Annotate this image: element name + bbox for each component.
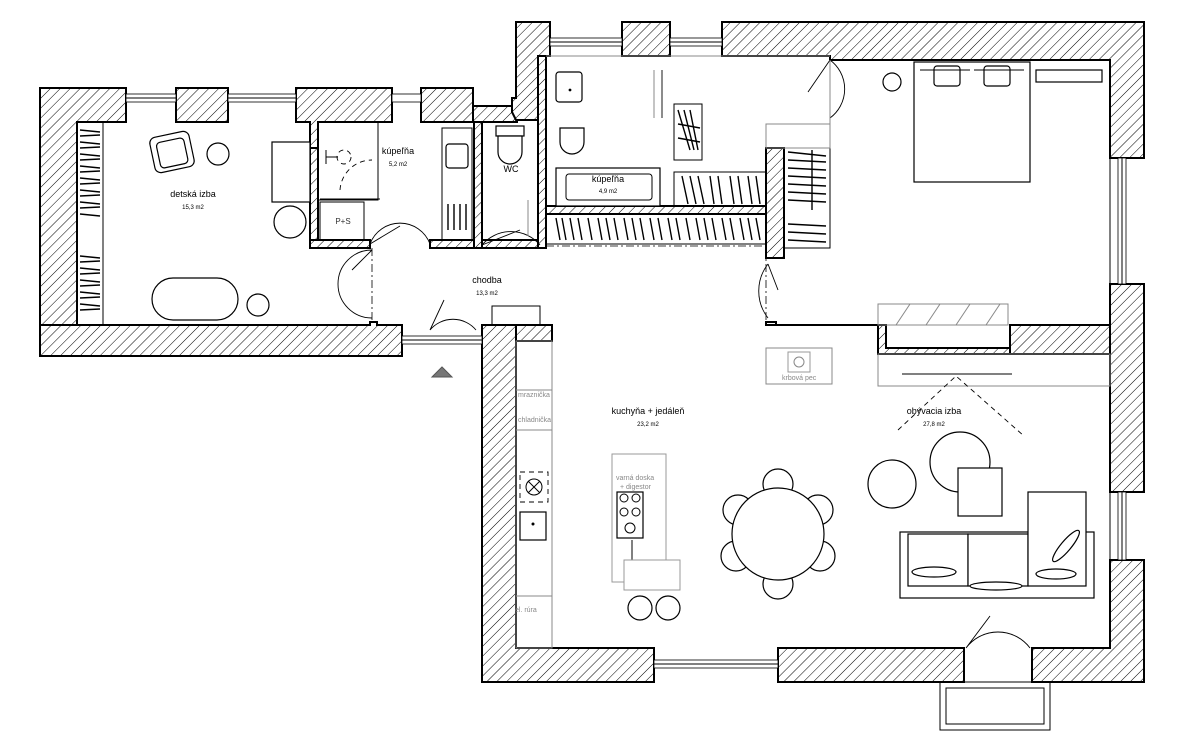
room-bedroom [882, 61, 1103, 183]
dining-set [720, 468, 836, 600]
room-obyvacia: krbová pec obývacia izba 27,8 m2 [765, 303, 1111, 599]
wardrobe-hangers-detska [79, 129, 101, 311]
stool-1 [627, 595, 653, 621]
kitchen-counter [515, 340, 553, 649]
shower [317, 121, 379, 201]
wall-detska-kupelna-partition [309, 147, 319, 249]
stove-platform [765, 347, 833, 385]
bed [913, 61, 1031, 183]
room-kupelna2: kúpeľňa 4,9 m2 [555, 70, 661, 207]
wall-bottom-pier-right [777, 647, 965, 683]
round-table-left [867, 459, 917, 509]
room-kupelna1: P+S kúpeľňa 5,2 m2 [317, 121, 473, 241]
room-area-kupelna1: 5,2 m2 [389, 162, 408, 168]
wall-detska-bottom [39, 321, 403, 357]
pillow-left [933, 65, 961, 87]
room-area-kuchyna: 23,2 m2 [637, 422, 659, 428]
wc-bowl [497, 135, 523, 165]
desk-chair [273, 205, 307, 239]
wall-wc-top [472, 105, 518, 123]
room-name-detska: detská izba [170, 189, 216, 199]
label-el-rura: el. rúra [515, 607, 537, 614]
fireplace-stove [787, 351, 811, 373]
wall-kupelna1-bottom [309, 239, 371, 249]
armchair [149, 130, 195, 174]
bedside-lamp [882, 72, 902, 92]
room-name-kuchyna: kuchyňa + jedáleň [612, 406, 685, 416]
island-extension [623, 559, 681, 591]
windows [125, 37, 1127, 669]
room-wc: WC [495, 125, 529, 236]
pouf [246, 293, 270, 317]
dining-table [731, 487, 825, 581]
sofa [899, 491, 1095, 599]
room-area-detska: 15,3 m2 [182, 205, 204, 211]
room-name-kupelna2: kúpeľňa [592, 174, 624, 184]
wall-kitchen-top-stub [515, 324, 553, 342]
doors [337, 59, 1051, 731]
door-balcony [965, 615, 1031, 649]
wall-detska-top-pier [175, 87, 229, 123]
stool-2 [655, 595, 681, 621]
hangers-long-row [555, 217, 761, 241]
wall-wc-right [537, 55, 547, 249]
toilet-2 [559, 127, 585, 155]
coffee-table [957, 467, 1003, 517]
room-name-kupelna1: kúpeľňa [382, 146, 414, 156]
label-digestor: + digestor [620, 484, 652, 491]
room-area-chodba: 13,3 m2 [476, 291, 498, 297]
wall-upper-pier [621, 21, 671, 57]
room-name-obyvacia: obývacia izba [907, 406, 962, 416]
side-table [206, 142, 230, 166]
kitchen-sink [519, 511, 547, 541]
room-name-wc: WC [504, 164, 519, 174]
room-detska: detská izba 15,3 m2 [76, 121, 311, 326]
tv-bench-bedroom [1035, 69, 1103, 83]
towel-rack-hangers [447, 204, 467, 230]
door-closet-hall [758, 263, 779, 319]
room-area-kupelna2: 4,9 m2 [599, 189, 618, 195]
label-chladnicka: chladnička [518, 417, 551, 424]
room-area-obyvacia: 27,8 m2 [923, 422, 945, 428]
label-mraznicka: mraznička [518, 392, 550, 399]
washbasin-1 [445, 143, 469, 169]
wall-detska-outer-left [39, 87, 127, 326]
wall-kupelna1-top [420, 87, 474, 123]
room-kuchyna: mraznička chladnička el. rúra varná dosk… [515, 340, 836, 649]
door-kupelna1 [369, 222, 431, 245]
pillow-right [983, 65, 1011, 87]
door-entrance [429, 299, 477, 331]
washbasin-2 [555, 71, 583, 103]
label-varna-doska: varná doska [616, 475, 654, 482]
desk [271, 141, 311, 203]
door-wc [481, 229, 541, 246]
door-detska [337, 249, 373, 319]
shoe-cabinet [491, 305, 541, 326]
entrance-arrow [430, 366, 454, 378]
window-kupelna1 [391, 93, 422, 103]
room-name-chodba: chodba [472, 275, 502, 285]
wall-closet-base [545, 205, 767, 215]
wardrobes-hallway [545, 103, 831, 249]
wall-living-partition-right [1009, 324, 1111, 355]
wall-closet-divider [765, 147, 785, 259]
label-ps: P+S [335, 217, 350, 226]
wall-kupelna-wc-partition [473, 121, 483, 249]
label-krb: krbová pec [782, 375, 817, 382]
bathtub-toy-bed [151, 277, 239, 321]
door-bedroom [807, 59, 846, 119]
wall-right-pier [1109, 283, 1145, 493]
balcony [939, 681, 1051, 731]
wc-tank [495, 125, 525, 137]
room-chodba: chodba 13,3 m2 [371, 245, 767, 326]
outline-details [546, 55, 1111, 560]
